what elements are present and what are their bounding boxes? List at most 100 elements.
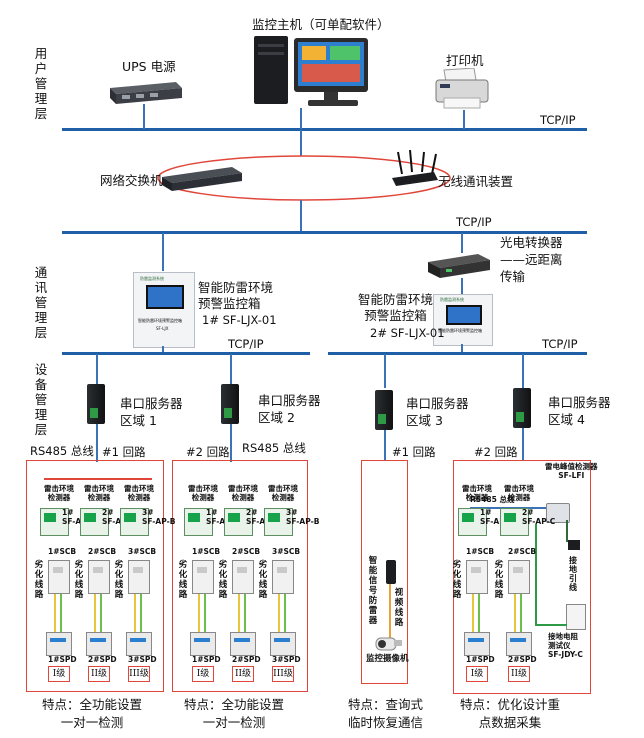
box2-panel-top: 防雷监测系统 (440, 297, 464, 302)
z4-spd-label-1: 1#SPD (466, 655, 495, 664)
z1-detector-title-2: 雷击环境检测器 (84, 484, 114, 502)
z2-detector-title-2: 雷击环境检测器 (228, 484, 258, 502)
network-ring (157, 155, 451, 201)
z1-line-label-1: 劣化线路 (34, 560, 44, 600)
optical-converter-icon (428, 254, 490, 278)
box1-panel-top: 防雷监测系统 (140, 276, 164, 281)
z1-spd-label-2: 2#SPD (88, 655, 117, 664)
zone-4-box (453, 460, 591, 694)
tcp-device-right: TCP/IP (542, 337, 578, 351)
z1-grade-2: II级 (88, 666, 110, 682)
lfi-device-icon (546, 503, 570, 523)
z1-breaker-label-3: 3#SCB (128, 547, 157, 556)
z1-wire-a-3 (134, 594, 136, 632)
bus-to-server-1 (96, 354, 98, 384)
z2-line-label-1: 劣化线路 (178, 560, 188, 600)
z2-spd-2-icon (230, 632, 256, 656)
serial-server-1-icon (87, 384, 105, 424)
box2-to-bus (461, 344, 463, 353)
z1-breaker-1-icon (48, 560, 70, 594)
wireless-router-icon (392, 150, 438, 186)
server3-down (384, 430, 386, 460)
z2-detector-2-icon (224, 508, 253, 536)
ups-drop (143, 104, 145, 129)
ups-label: UPS 电源 (122, 59, 176, 74)
z1-spd-3-icon (126, 632, 152, 656)
zone-3-box (361, 460, 408, 684)
user-to-ring (300, 130, 302, 156)
z1-breaker-label-1: 1#SCB (48, 547, 77, 556)
z4-detector-model-2: 2# SF-AP-C (522, 508, 556, 526)
z2-spd-label-1: 1#SPD (192, 655, 221, 664)
z2-breaker-label-3: 3#SCB (272, 547, 301, 556)
z1-detector-title-3: 雷击环境检测器 (124, 484, 154, 502)
layer-label-device: 设备管理层 (34, 362, 48, 437)
z2-spd-label-2: 2#SPD (232, 655, 261, 664)
z4-spd-1-icon (464, 632, 490, 656)
z2-breaker-label-2: 2#SCB (232, 547, 261, 556)
z1-wire-a-1 (54, 594, 56, 632)
z2-detector-model-3: 3# SF-AP-B (286, 508, 320, 526)
detector-lcd (44, 513, 56, 522)
z1-detector-title-1: 雷击环境检测器 (44, 484, 74, 502)
z2-wire-b-1 (204, 594, 206, 632)
switch-label: 网络交换机 (100, 173, 163, 188)
bus-to-server-2 (230, 354, 232, 384)
comm-to-converter (461, 233, 463, 253)
z4-breaker-1-icon (466, 560, 488, 594)
zone4-green-wire-h (535, 624, 567, 626)
z2-wire-b-2 (244, 594, 246, 632)
box1-model: 1# SF-LJX-01 (202, 313, 277, 327)
box1-panel-mid: 智能防雷环境预警监控箱 (138, 318, 182, 323)
lfi-to-ground (566, 520, 568, 542)
zone4-green-wire (535, 524, 537, 624)
z2-breaker-1-icon (192, 560, 214, 594)
monitor-box-1: 防雷监测系统 智能防雷环境预警监控箱 SF-LJX (133, 272, 195, 348)
feature-4: 特点：优化设计重 点数据采集 (460, 697, 561, 730)
comm-layer-bus (62, 231, 587, 234)
ups-icon (110, 82, 182, 104)
z1-wire-b-1 (60, 594, 62, 632)
signal-surge-protector-icon (386, 560, 396, 584)
box1-panel-bot: SF-LJX (156, 326, 169, 331)
z4-wire-b-2 (520, 594, 522, 632)
bus-to-server-4 (522, 354, 524, 388)
zone4-rs485-label: RS485 总线 (470, 495, 515, 504)
z4-breaker-label-1: 1#SCB (466, 547, 495, 556)
serial-server-1-label: 串口服务器 区域 1 (120, 396, 183, 428)
ring-to-comm (300, 200, 302, 232)
z2-spd-1-icon (190, 632, 216, 656)
tcp-user: TCP/IP (540, 113, 576, 127)
z2-wire-a-2 (238, 594, 240, 632)
rs485-label-1: RS485 总线 (30, 444, 94, 458)
wireless-label: 无线通讯装置 (438, 174, 514, 189)
detector-lcd (228, 513, 240, 522)
z1-breaker-3-icon (128, 560, 150, 594)
z4-wire-b-1 (478, 594, 480, 632)
box2-panel-mid: 智能防雷环境预警监控箱 (438, 328, 482, 333)
z2-breaker-2-icon (232, 560, 254, 594)
z1-spd-2-icon (86, 632, 112, 656)
monitor-host-icon (254, 36, 368, 106)
z1-breaker-2-icon (88, 560, 110, 594)
ground-tester-label: 接地电阻 测试仪 SF-JDY-C (548, 632, 583, 659)
z4-line-label-2: 劣化线路 (494, 560, 504, 600)
z4-detector-title-2: 雷击环境检测器 (504, 484, 534, 502)
z4-wire-a-2 (514, 594, 516, 632)
z4-grade-1: I级 (466, 666, 488, 682)
detector-lcd (462, 513, 474, 522)
detector-lcd (268, 513, 280, 522)
z2-detector-title-1: 雷击环境检测器 (188, 484, 218, 502)
z1-detector-model-2: 2# SF-AP-B (102, 508, 136, 526)
detector-lcd (188, 513, 200, 522)
z2-line-label-2: 劣化线路 (218, 560, 228, 600)
z1-spd-label-1: 1#SPD (48, 655, 77, 664)
feature-3: 特点：查询式 临时恢复通信 (348, 697, 424, 730)
z2-detector-1-icon (184, 508, 213, 536)
zone-1-box (26, 460, 164, 692)
device-bus-left (62, 352, 310, 355)
serial-server-3-icon (375, 390, 393, 430)
printer-label: 打印机 (446, 53, 484, 68)
device-bus-right (328, 352, 587, 355)
tcp-device-left: TCP/IP (228, 337, 264, 351)
